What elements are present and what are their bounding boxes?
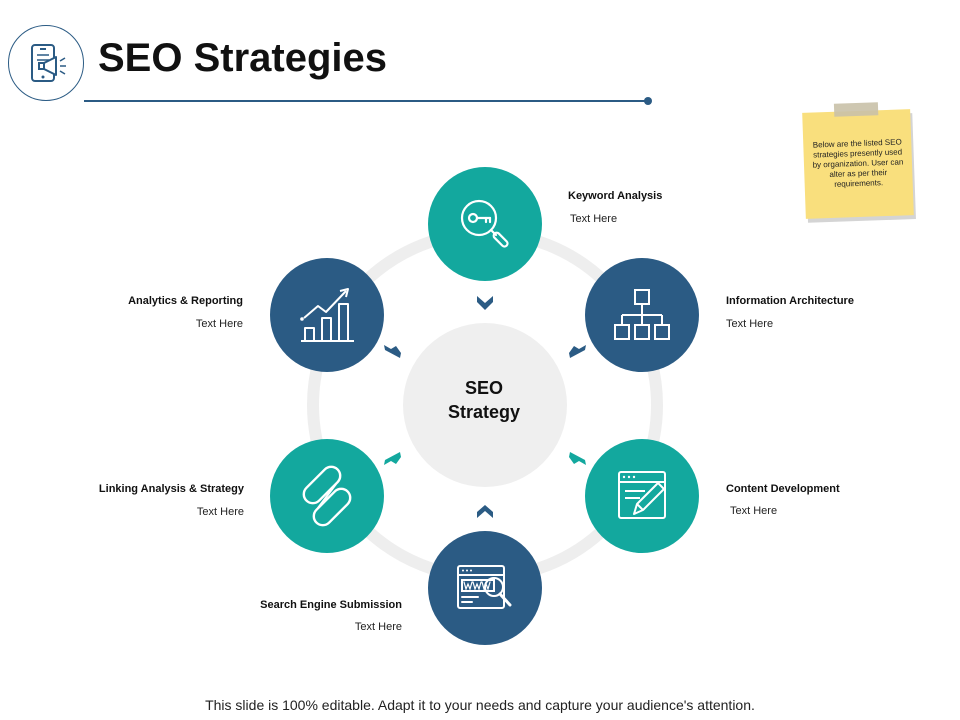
center-label: SEO Strategy: [404, 376, 564, 424]
node-circle-keyword-analysis: [428, 167, 542, 281]
footer-note: This slide is 100% editable. Adapt it to…: [205, 697, 755, 713]
node-circle-content-development: [585, 439, 699, 553]
label-linking-analysis: Linking Analysis & Strategy: [98, 483, 244, 495]
center-label-line1: SEO: [464, 378, 503, 398]
center-circle: [403, 323, 567, 487]
chain-link-icon: [302, 465, 352, 527]
arrow-lower-left: [384, 452, 401, 465]
bar-chart-icon: [300, 288, 354, 342]
label-search-engine-submission: Search Engine Submission: [260, 599, 402, 611]
arrow-top: [477, 296, 493, 310]
sub-analytics-reporting: Text Here: [195, 318, 243, 330]
sub-keyword-analysis: Text Here: [570, 213, 618, 225]
label-analytics-reporting: Analytics & Reporting: [128, 295, 243, 307]
arrow-upper-left: [384, 345, 401, 358]
sub-information-architecture: Text Here: [726, 318, 774, 330]
arrow-bottom: [477, 505, 493, 518]
arrow-lower-right: [569, 452, 586, 465]
label-keyword-analysis: Keyword Analysis: [568, 190, 663, 202]
content-edit-icon: [618, 471, 666, 519]
www-search-icon: [457, 565, 512, 609]
title-underline-dot: [644, 97, 652, 105]
megaphone-phone-icon: [8, 25, 84, 101]
key-magnifier-icon: [460, 199, 509, 248]
center-label-line2: Strategy: [447, 402, 521, 422]
sub-content-development: Text Here: [730, 505, 778, 517]
page-title: SEO Strategies: [98, 36, 388, 80]
label-information-architecture: Information Architecture: [726, 295, 854, 307]
sitemap-icon: [614, 289, 670, 340]
title-underline: [84, 100, 648, 102]
sub-linking-analysis: Text Here: [196, 506, 244, 518]
node-circle-analytics-reporting: [270, 258, 384, 372]
arrow-upper-right: [569, 345, 586, 358]
sub-search-engine-submission: Text Here: [354, 621, 402, 633]
label-content-development: Content Development: [726, 483, 840, 495]
